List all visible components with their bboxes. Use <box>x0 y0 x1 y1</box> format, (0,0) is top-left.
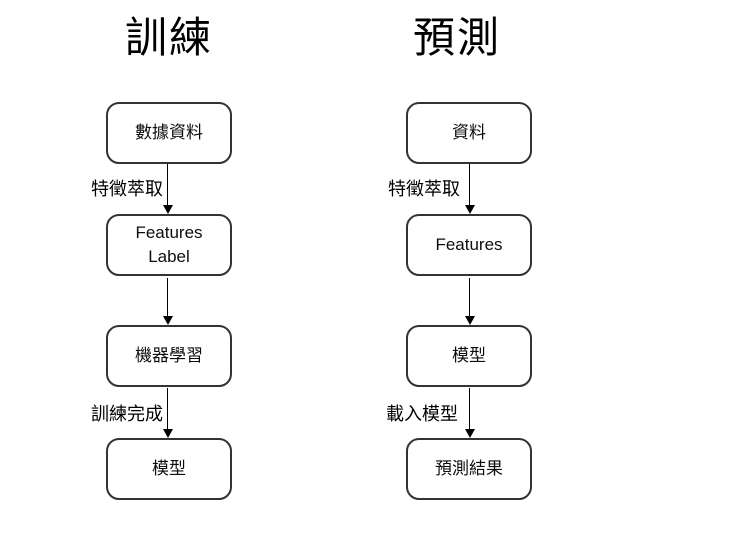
flow-arrow-down <box>464 164 476 214</box>
arrow-shaft <box>167 164 168 206</box>
arrow-shaft <box>167 278 168 317</box>
node-label: 模型 <box>452 346 486 365</box>
node-machine-learning: 機器學習 <box>106 325 232 387</box>
node-training-data: 數據資料 <box>106 102 232 164</box>
arrow-head-icon <box>464 205 475 214</box>
edge-label-feature-extraction: 特徵萃取 <box>91 179 163 199</box>
arrow-shaft <box>167 388 168 430</box>
flow-arrow-down <box>464 278 476 325</box>
node-label: Label <box>148 247 190 266</box>
edge-label-training-complete: 訓練完成 <box>91 404 163 424</box>
node-label: Features <box>435 235 503 254</box>
node-prediction-result: 預測結果 <box>406 438 532 500</box>
node-label: Features <box>135 223 203 242</box>
arrow-head-icon <box>464 429 475 438</box>
node-label: 預測結果 <box>435 459 503 478</box>
flow-arrow-down <box>464 388 476 438</box>
arrow-head-icon <box>464 316 475 325</box>
node-input-data: 資料 <box>406 102 532 164</box>
arrow-shaft <box>469 278 470 317</box>
arrow-head-icon <box>162 205 173 214</box>
node-label: 數據資料 <box>135 123 203 142</box>
node-trained-model: 模型 <box>106 438 232 500</box>
arrow-head-icon <box>162 316 173 325</box>
column-title-training: 訓練 <box>124 14 213 61</box>
node-label: 資料 <box>452 123 486 142</box>
node-model: 模型 <box>406 325 532 387</box>
arrow-shaft <box>469 388 470 430</box>
flow-arrow-down <box>162 278 174 325</box>
flow-arrow-down <box>162 164 174 214</box>
flow-arrow-down <box>162 388 174 438</box>
arrow-shaft <box>469 164 470 206</box>
column-title-prediction: 預測 <box>412 14 501 61</box>
edge-label-load-model: 載入模型 <box>386 404 458 424</box>
node-label: 模型 <box>152 459 186 478</box>
node-features-label: Features Label <box>106 214 232 276</box>
edge-label-feature-extraction: 特徵萃取 <box>388 179 460 199</box>
arrow-head-icon <box>162 429 173 438</box>
node-features: Features <box>406 214 532 276</box>
node-label: 機器學習 <box>135 346 203 365</box>
